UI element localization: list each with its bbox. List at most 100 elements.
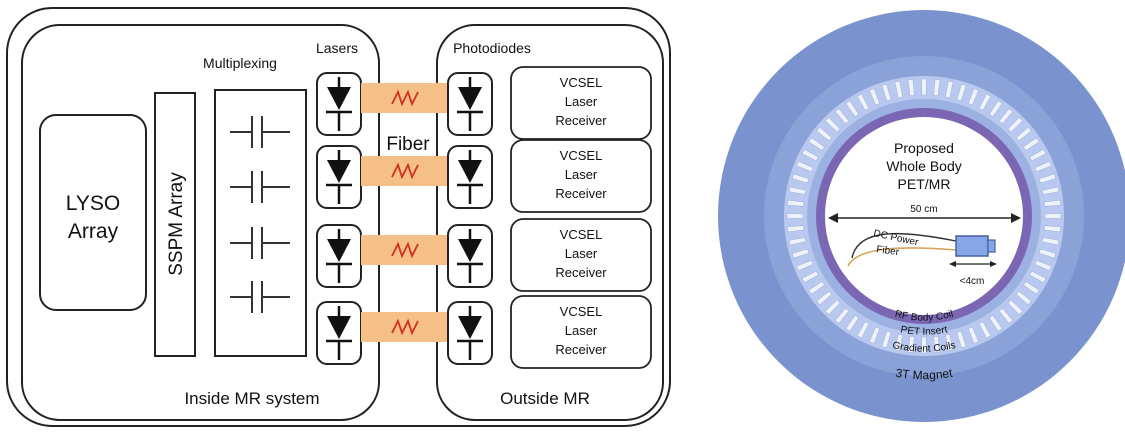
pet-detector-block bbox=[1015, 126, 1032, 142]
pet-detector-block bbox=[1029, 148, 1047, 162]
fiber-link bbox=[361, 235, 448, 265]
capacitor-icon bbox=[230, 227, 290, 259]
dc-power-cable bbox=[851, 232, 957, 259]
module-size-arrow-right bbox=[990, 261, 997, 267]
pet-detector-block bbox=[988, 314, 1003, 332]
pet-detector-block bbox=[988, 100, 1003, 118]
fiber-links bbox=[361, 83, 448, 342]
receiver-column: VCSELLaserReceiverVCSELLaserReceiverVCSE… bbox=[510, 66, 652, 369]
pet-detector-block bbox=[801, 148, 819, 162]
photodiode-column bbox=[447, 72, 493, 365]
pet-detector-block bbox=[796, 160, 814, 173]
pet-detector-block bbox=[788, 237, 807, 246]
pet-detector-block bbox=[845, 100, 860, 118]
pet-detector-block bbox=[933, 79, 941, 97]
pet-detector-block bbox=[1043, 199, 1061, 207]
bore-title-line1: Proposed bbox=[894, 140, 954, 156]
multiplexing-label: Multiplexing bbox=[203, 55, 277, 71]
pet-detector-block bbox=[791, 173, 810, 184]
magnet-label: 3T Magnet bbox=[895, 366, 955, 383]
readout-module-cap bbox=[987, 239, 996, 253]
fiber-cable bbox=[847, 247, 957, 267]
receiver-label-line: Laser bbox=[565, 167, 598, 182]
receiver-label-line: Laser bbox=[565, 323, 598, 338]
outside-mr-label: Outside MR bbox=[500, 389, 590, 408]
photodiode-icon bbox=[447, 224, 493, 288]
pet-detector-block bbox=[824, 299, 841, 316]
fiber-link bbox=[361, 156, 448, 186]
pet-detector-block bbox=[967, 326, 980, 344]
receiver-label-line: VCSEL bbox=[560, 148, 603, 163]
pet-detector-block bbox=[1034, 259, 1052, 272]
pet-detector-block bbox=[998, 108, 1014, 125]
pet-detector-block bbox=[1041, 237, 1060, 246]
readout-module bbox=[955, 235, 989, 257]
pet-detector-block bbox=[945, 80, 954, 99]
pet-insert-label: PET Insert bbox=[900, 324, 949, 337]
pet-detector-block bbox=[816, 290, 833, 306]
pet-detector-block bbox=[816, 126, 833, 142]
receiver-label-line: Receiver bbox=[555, 186, 607, 201]
pet-detector-block bbox=[1022, 280, 1040, 295]
photodiode-icon bbox=[447, 145, 493, 209]
receiver-label-line: Laser bbox=[565, 246, 598, 261]
pet-detector-elements bbox=[786, 78, 1062, 354]
inside-mr-label: Inside MR system bbox=[184, 389, 319, 408]
laser-diode-icon bbox=[316, 301, 362, 365]
pet-detector-block bbox=[1034, 160, 1052, 173]
gradient-coils-label: Gradient Coils bbox=[891, 340, 956, 355]
pet-detector-block bbox=[894, 80, 903, 99]
diameter-arrow-left bbox=[828, 213, 838, 223]
pet-detector-block bbox=[894, 333, 903, 352]
capacitor-icon bbox=[230, 281, 290, 313]
pet-detector-block bbox=[1007, 299, 1024, 316]
bore-title-line3: PET/MR bbox=[898, 176, 951, 192]
pet-detector-block bbox=[978, 93, 992, 111]
pet-detector-block bbox=[1022, 137, 1040, 152]
fiber-label: Fiber bbox=[386, 134, 430, 155]
pet-mr-cross-section: Proposed Whole Body PET/MR 50 cm DC Powe… bbox=[718, 10, 1125, 422]
pet-detector-block bbox=[1044, 213, 1062, 219]
pet-detector-block bbox=[856, 321, 870, 339]
photodiode-icon bbox=[447, 301, 493, 365]
pet-detector-block bbox=[801, 270, 819, 284]
multiplexing-box bbox=[214, 89, 307, 357]
lyso-array-box bbox=[39, 114, 147, 311]
capacitor-group bbox=[230, 116, 290, 313]
readout-block-diagram: LYSO Array SSPM Array Multiplexing Laser… bbox=[6, 7, 671, 427]
fiber-cable-label: Fiber bbox=[876, 244, 901, 258]
lyso-label-line2: Array bbox=[68, 220, 119, 243]
pet-detector-block bbox=[808, 280, 826, 295]
pet-detector-block bbox=[808, 137, 826, 152]
receiver-label-line: Receiver bbox=[555, 113, 607, 128]
rf-coil-label: RF Body Coil bbox=[894, 309, 955, 324]
pet-detector-block bbox=[845, 314, 860, 332]
fiber-link bbox=[361, 312, 448, 342]
laser-diode-icon bbox=[316, 224, 362, 288]
pet-detector-block bbox=[907, 79, 915, 97]
pet-detector-block bbox=[945, 333, 954, 352]
receiver-label-line: Laser bbox=[565, 94, 598, 109]
outer-frame bbox=[6, 7, 671, 427]
laser-column bbox=[316, 72, 362, 365]
pet-detector-block bbox=[1029, 270, 1047, 284]
outside-mr-region bbox=[436, 24, 664, 421]
receiver-label-line: VCSEL bbox=[560, 227, 603, 242]
laser-diode-icon bbox=[316, 145, 362, 209]
pet-detector-block bbox=[787, 199, 805, 207]
pet-detector-block bbox=[956, 330, 967, 349]
pet-detector-block bbox=[788, 186, 807, 195]
pet-detector-block bbox=[921, 336, 927, 354]
lyso-label-line1: LYSO bbox=[66, 192, 120, 215]
pet-detector-block bbox=[1041, 186, 1060, 195]
photodiodes-label: Photodiodes bbox=[453, 40, 531, 56]
pet-detector-block bbox=[967, 88, 980, 106]
pet-detector-block bbox=[1015, 290, 1032, 306]
diameter-arrow-right bbox=[1011, 213, 1021, 223]
pet-detector-block bbox=[1038, 248, 1057, 259]
inside-mr-region bbox=[21, 24, 380, 421]
pet-detector-block bbox=[1038, 173, 1057, 184]
